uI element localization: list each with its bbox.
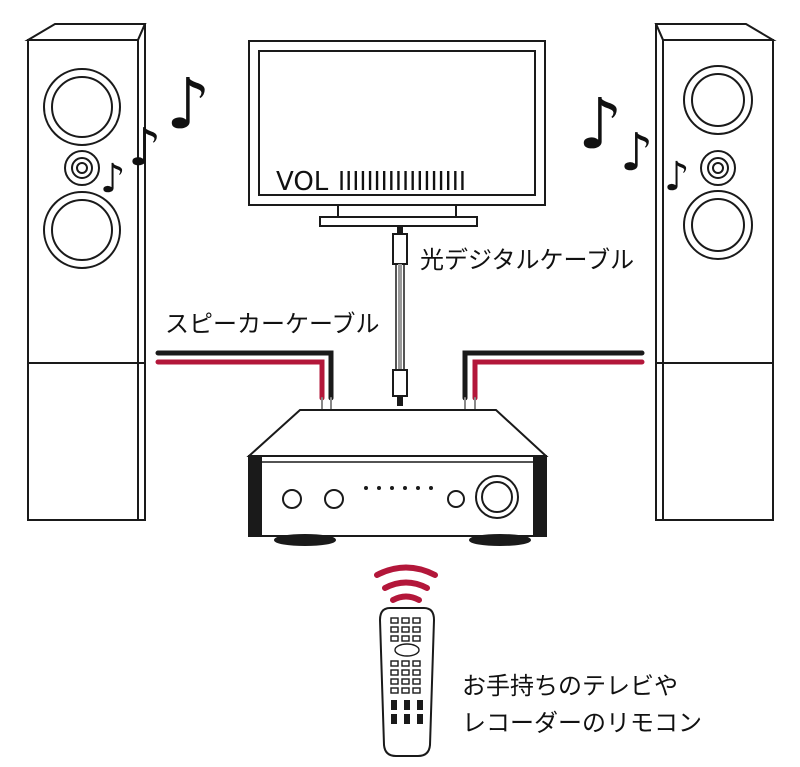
- amp-button-right: [447, 490, 465, 508]
- music-note-icon: ♪: [664, 154, 690, 200]
- music-note-icon: ♪: [166, 63, 211, 145]
- tv-volume-label: VOL: [276, 167, 329, 197]
- optical-cable: [392, 226, 408, 406]
- speaker-cable-left: [155, 350, 334, 410]
- music-note-icon: ♪: [620, 123, 653, 183]
- left-speaker: [24, 23, 147, 521]
- remote-control: [378, 607, 436, 757]
- remote-signal-waves: [374, 564, 438, 603]
- speaker-cable-label: スピーカーケーブル: [165, 310, 380, 338]
- amp-indicator-leds: [364, 486, 433, 490]
- music-notes-right: ♪ ♪ ♪: [578, 83, 690, 200]
- remote-label-line2: レコーダーのリモコン: [462, 709, 702, 737]
- music-note-icon: ♪: [100, 156, 126, 202]
- amp-knob-left: [282, 489, 302, 509]
- right-speaker: [654, 23, 777, 521]
- amp-knob-input: [324, 489, 344, 509]
- amp-volume-knob: [475, 475, 519, 519]
- right-woofer-top: [683, 65, 753, 135]
- music-note-icon: ♪: [128, 118, 161, 178]
- left-woofer-bottom: [43, 191, 121, 269]
- amplifier: [246, 409, 549, 546]
- left-tweeter: [64, 150, 100, 186]
- music-note-icon: ♪: [578, 83, 623, 165]
- speaker-cable-right: [462, 350, 645, 410]
- right-tweeter: [700, 150, 736, 186]
- tv-volume-bars: IIIIIIIIIIIIIIIIII: [338, 167, 466, 197]
- right-woofer-bottom: [683, 190, 753, 260]
- left-woofer-top: [43, 68, 121, 146]
- music-notes-left: ♪ ♪ ♪: [100, 63, 211, 202]
- optical-cable-label: 光デジタルケーブル: [420, 246, 634, 274]
- remote-label-line1: お手持ちのテレビや: [462, 672, 678, 700]
- television: [248, 40, 546, 227]
